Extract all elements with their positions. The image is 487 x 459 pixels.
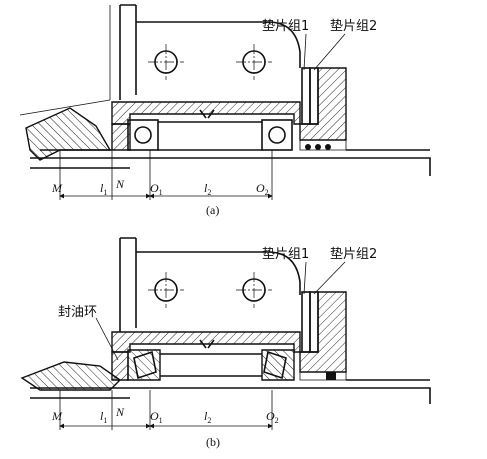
label-n-a: N bbox=[115, 177, 125, 191]
shim-group-2-b bbox=[309, 291, 319, 353]
housing-bracket-b bbox=[119, 237, 301, 332]
label-shim-group-1-a: 垫片组1 bbox=[262, 18, 309, 34]
caption-b: (b) bbox=[206, 435, 220, 449]
label-oil-ring-b: 封油环 bbox=[58, 305, 97, 320]
bevel-gear-a bbox=[25, 107, 112, 161]
figure-a bbox=[19, 4, 431, 200]
label-l2-b: l2 bbox=[204, 409, 211, 425]
label-l1-b: l1 bbox=[100, 409, 107, 425]
label-o1-b: O1 bbox=[150, 409, 163, 425]
label-m-b: M bbox=[51, 409, 63, 423]
shim-group-1-b bbox=[301, 291, 311, 353]
bearing-sleeve-b bbox=[111, 331, 301, 353]
spacer-a bbox=[158, 109, 262, 151]
bearing-left-a bbox=[127, 119, 159, 151]
label-shim-group-2-a: 垫片组2 bbox=[330, 18, 377, 34]
label-n-b: N bbox=[115, 405, 125, 419]
oil-seal-ring-b bbox=[111, 351, 129, 381]
shim-group-1-a bbox=[301, 67, 311, 125]
housing-bracket-a bbox=[119, 4, 301, 100]
figure-b bbox=[20, 237, 431, 430]
label-m-a: M bbox=[51, 181, 63, 195]
end-cap-b bbox=[299, 291, 347, 373]
bearing-right-a bbox=[261, 119, 293, 151]
label-o2-b: O2 bbox=[266, 409, 279, 425]
label-l1-a: l1 bbox=[100, 181, 107, 197]
shim-group-2-a bbox=[309, 67, 319, 125]
label-l2-a: l2 bbox=[204, 181, 211, 197]
label-shim-group-2-b: 垫片组2 bbox=[330, 246, 377, 262]
label-o1-a: O1 bbox=[150, 181, 163, 197]
label-shim-group-1-b: 垫片组1 bbox=[262, 246, 309, 262]
bevel-gear-b bbox=[20, 361, 122, 391]
spacer-b bbox=[160, 339, 262, 377]
shaft-a bbox=[30, 149, 431, 176]
end-cap-a bbox=[299, 67, 347, 141]
caption-a: (a) bbox=[206, 203, 219, 217]
shaft-b bbox=[30, 379, 431, 404]
lock-nut-b bbox=[299, 371, 347, 381]
lock-nut-a bbox=[299, 139, 347, 151]
label-o2-a: O2 bbox=[256, 181, 269, 197]
